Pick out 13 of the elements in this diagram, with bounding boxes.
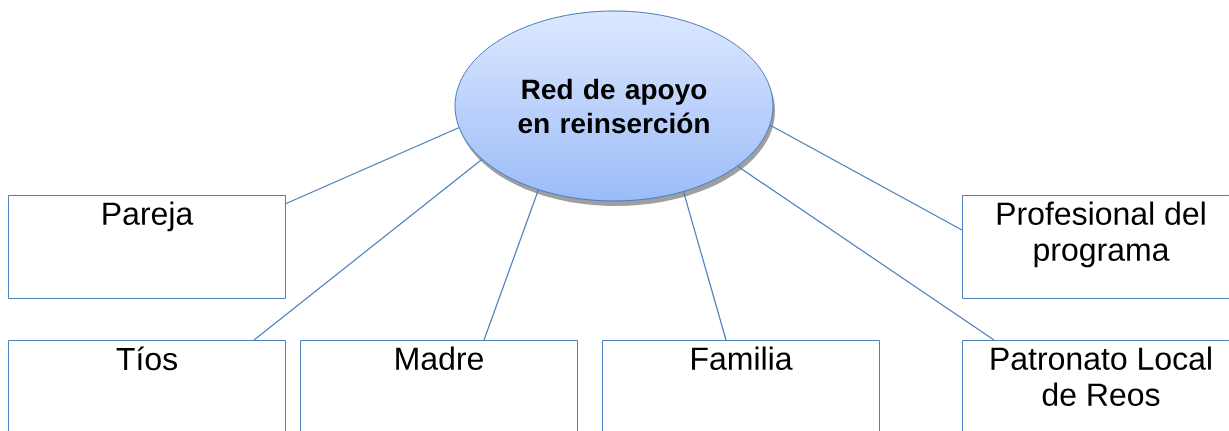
connector-line — [683, 191, 727, 341]
connector-line — [769, 124, 963, 231]
connector-line — [483, 189, 539, 341]
text-box: Patronato Local de Reos — [962, 340, 1229, 431]
text-box: Pareja — [8, 195, 286, 299]
text-box: Familia — [602, 340, 880, 431]
connector-line — [253, 158, 483, 341]
connector-line — [737, 165, 995, 341]
text-box: Profesional del programa — [962, 195, 1229, 299]
connector-line — [284, 127, 460, 205]
oval: Red de apoyo en reinserción — [454, 10, 775, 206]
text-box: Tíos — [8, 340, 286, 431]
text-box: Madre — [300, 340, 578, 431]
